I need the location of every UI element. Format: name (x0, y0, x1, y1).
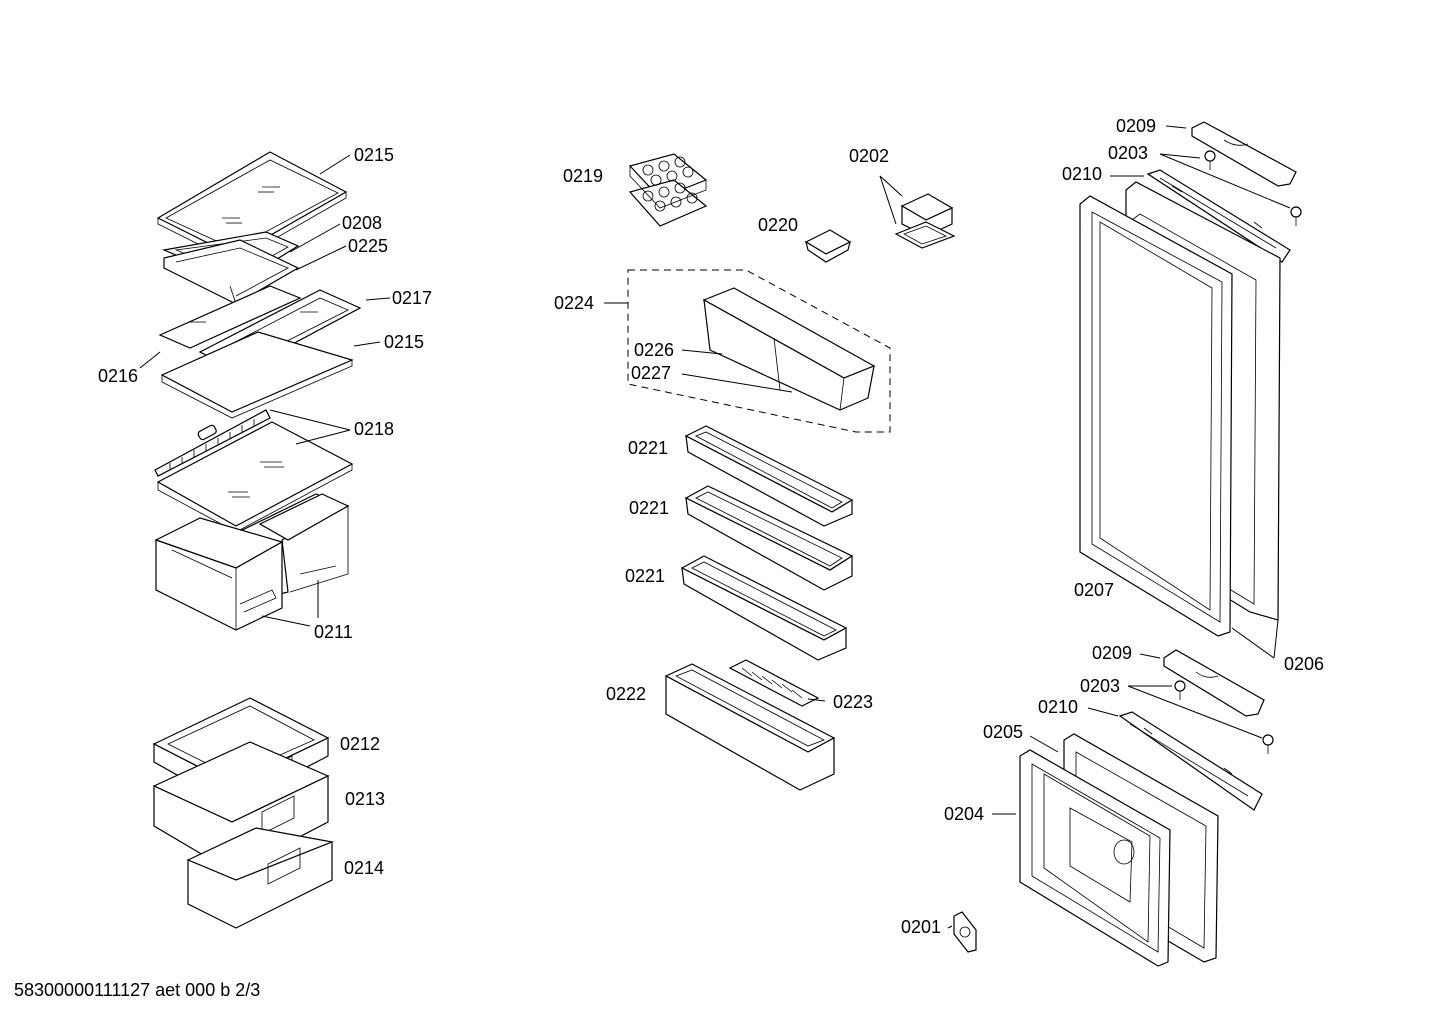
hinge-bracket-0210-top (1146, 169, 1291, 263)
screw-0203-top-b (1290, 206, 1302, 226)
freezer-drawer-0213 (152, 741, 330, 873)
butter-box-0202 (894, 193, 956, 249)
cover-cap-0201 (953, 911, 977, 953)
label-0227: 0227 (631, 363, 671, 383)
label-0221-mid: 0221 (629, 498, 669, 518)
label-0221-top: 0221 (628, 438, 668, 458)
label-0215-top: 0215 (354, 145, 394, 165)
label-0205: 0205 (983, 722, 1023, 742)
crisper-drawer-0211-left (154, 517, 284, 631)
freezer-drawer-0214 (186, 827, 335, 929)
label-0223: 0223 (833, 692, 873, 712)
label-0203-bottom: 0203 (1080, 676, 1120, 696)
label-0207: 0207 (1074, 580, 1114, 600)
door-bin-0221-mid (684, 485, 854, 591)
screw-0203-bottom-b (1262, 734, 1274, 754)
label-0220: 0220 (758, 215, 798, 235)
hinge-cover-0209-top (1191, 121, 1297, 187)
label-0204: 0204 (944, 804, 984, 824)
door-bin-0221-top (684, 425, 854, 527)
label-0224: 0224 (554, 293, 594, 313)
part-labels: 0215 0208 0225 0217 0215 0216 0218 0211 … (98, 116, 1324, 937)
bottle-divider-0223 (728, 659, 820, 707)
screw-0203-top-a (1204, 150, 1216, 170)
label-0225: 0225 (348, 236, 388, 256)
label-0209-top: 0209 (1116, 116, 1156, 136)
label-0209-bottom: 0209 (1092, 643, 1132, 663)
door-gasket-0207 (1079, 195, 1233, 637)
screw-0203-bottom-a (1174, 680, 1186, 700)
hinge-bracket-0210-bottom (1118, 711, 1263, 811)
label-0222: 0222 (606, 684, 646, 704)
leader-lines (139, 125, 1291, 929)
label-0210-top: 0210 (1062, 164, 1102, 184)
shelf-rail-0218 (154, 409, 271, 477)
dairy-compartment-group-0224 (627, 269, 891, 433)
label-0210-bottom: 0210 (1038, 697, 1078, 717)
label-0201: 0201 (901, 917, 941, 937)
egg-tray-0219 (628, 153, 708, 227)
label-0211: 0211 (314, 622, 353, 642)
label-0203-top: 0203 (1108, 143, 1148, 163)
label-0206: 0206 (1284, 654, 1324, 674)
label-0217: 0217 (392, 288, 432, 308)
small-box-0220 (804, 229, 852, 263)
freezer-gasket-0204 (1019, 749, 1171, 967)
label-0215-mid: 0215 (384, 332, 424, 352)
label-0216: 0216 (98, 366, 138, 386)
door-bin-0221-low (680, 555, 848, 661)
dairy-compartment-0226 (702, 287, 876, 411)
label-0219: 0219 (563, 166, 603, 186)
glass-shelf-0215-mid (160, 331, 354, 419)
label-0212: 0212 (340, 734, 380, 754)
drawing-reference-footer: 58300000111127 aet 000 b 2/3 (14, 980, 261, 1000)
label-0221-low: 0221 (625, 566, 665, 586)
label-0208: 0208 (342, 213, 382, 233)
label-0202: 0202 (849, 146, 889, 166)
label-0218: 0218 (354, 419, 394, 439)
hinge-cover-0209-bottom (1163, 649, 1265, 717)
label-0214: 0214 (344, 858, 384, 878)
shelf-tray-0225 (163, 239, 300, 305)
bottle-rack-0222 (664, 663, 836, 791)
label-0213: 0213 (345, 789, 385, 809)
label-0226: 0226 (634, 340, 674, 360)
